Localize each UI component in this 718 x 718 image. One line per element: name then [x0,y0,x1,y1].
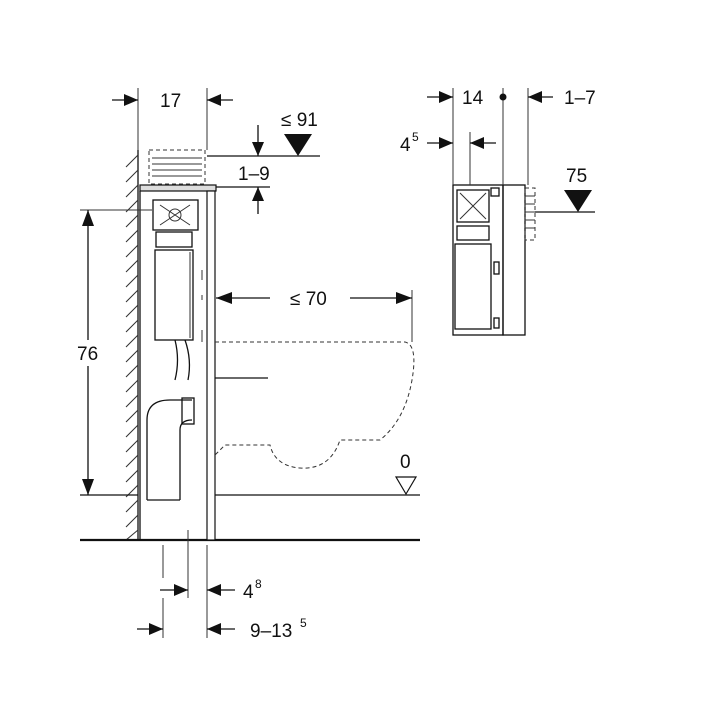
dim-bottom-a-superscript: 8 [255,577,262,591]
dimension-pipe-height: 75 [535,166,595,213]
dim-max-height-label: ≤ 91 [281,110,318,131]
floor-level-marker: 0 [394,452,418,496]
installation-frame [139,149,268,545]
side-view: 17 ≤ 91 1–9 76 [74,88,420,642]
dimension-projection: ≤ 70 [216,289,413,342]
dim-bottom-b-label: 9–13 [250,621,292,642]
dimension-bottom-a: 4 8 [160,545,262,638]
wall [125,150,139,541]
dim-bottom-a-label: 4 [243,582,254,603]
dim-width-label: 17 [160,91,181,112]
dim-frame-offset-label: 1–9 [238,164,270,185]
dimension-max-height: ≤ 91 [207,110,320,157]
dim-projection-label: ≤ 70 [290,289,327,310]
detail-view: 14 1–7 4 5 75 [400,88,596,336]
detail-frame [452,184,536,336]
dim-offset-label: 1–7 [564,88,596,109]
dim-height-label: 76 [77,344,98,365]
dimension-bottom-b: 9–13 5 [137,598,307,642]
dim-floor-level-label: 0 [400,452,411,473]
dimension-inner: 4 5 [400,130,496,185]
dimension-height: 76 [74,209,152,495]
dim-inner-superscript: 5 [412,130,419,144]
dim-inner-label: 4 [400,135,411,156]
dimension-width: 17 [112,88,233,150]
toilet-outline [214,341,415,469]
dim-pipe-height-label: 75 [566,166,587,187]
dimension-frame-offset: 1–9 [216,164,270,214]
dimension-depth: 14 1–7 [427,88,596,185]
dim-depth-label: 14 [462,88,484,109]
dim-bottom-b-superscript: 5 [300,616,307,630]
